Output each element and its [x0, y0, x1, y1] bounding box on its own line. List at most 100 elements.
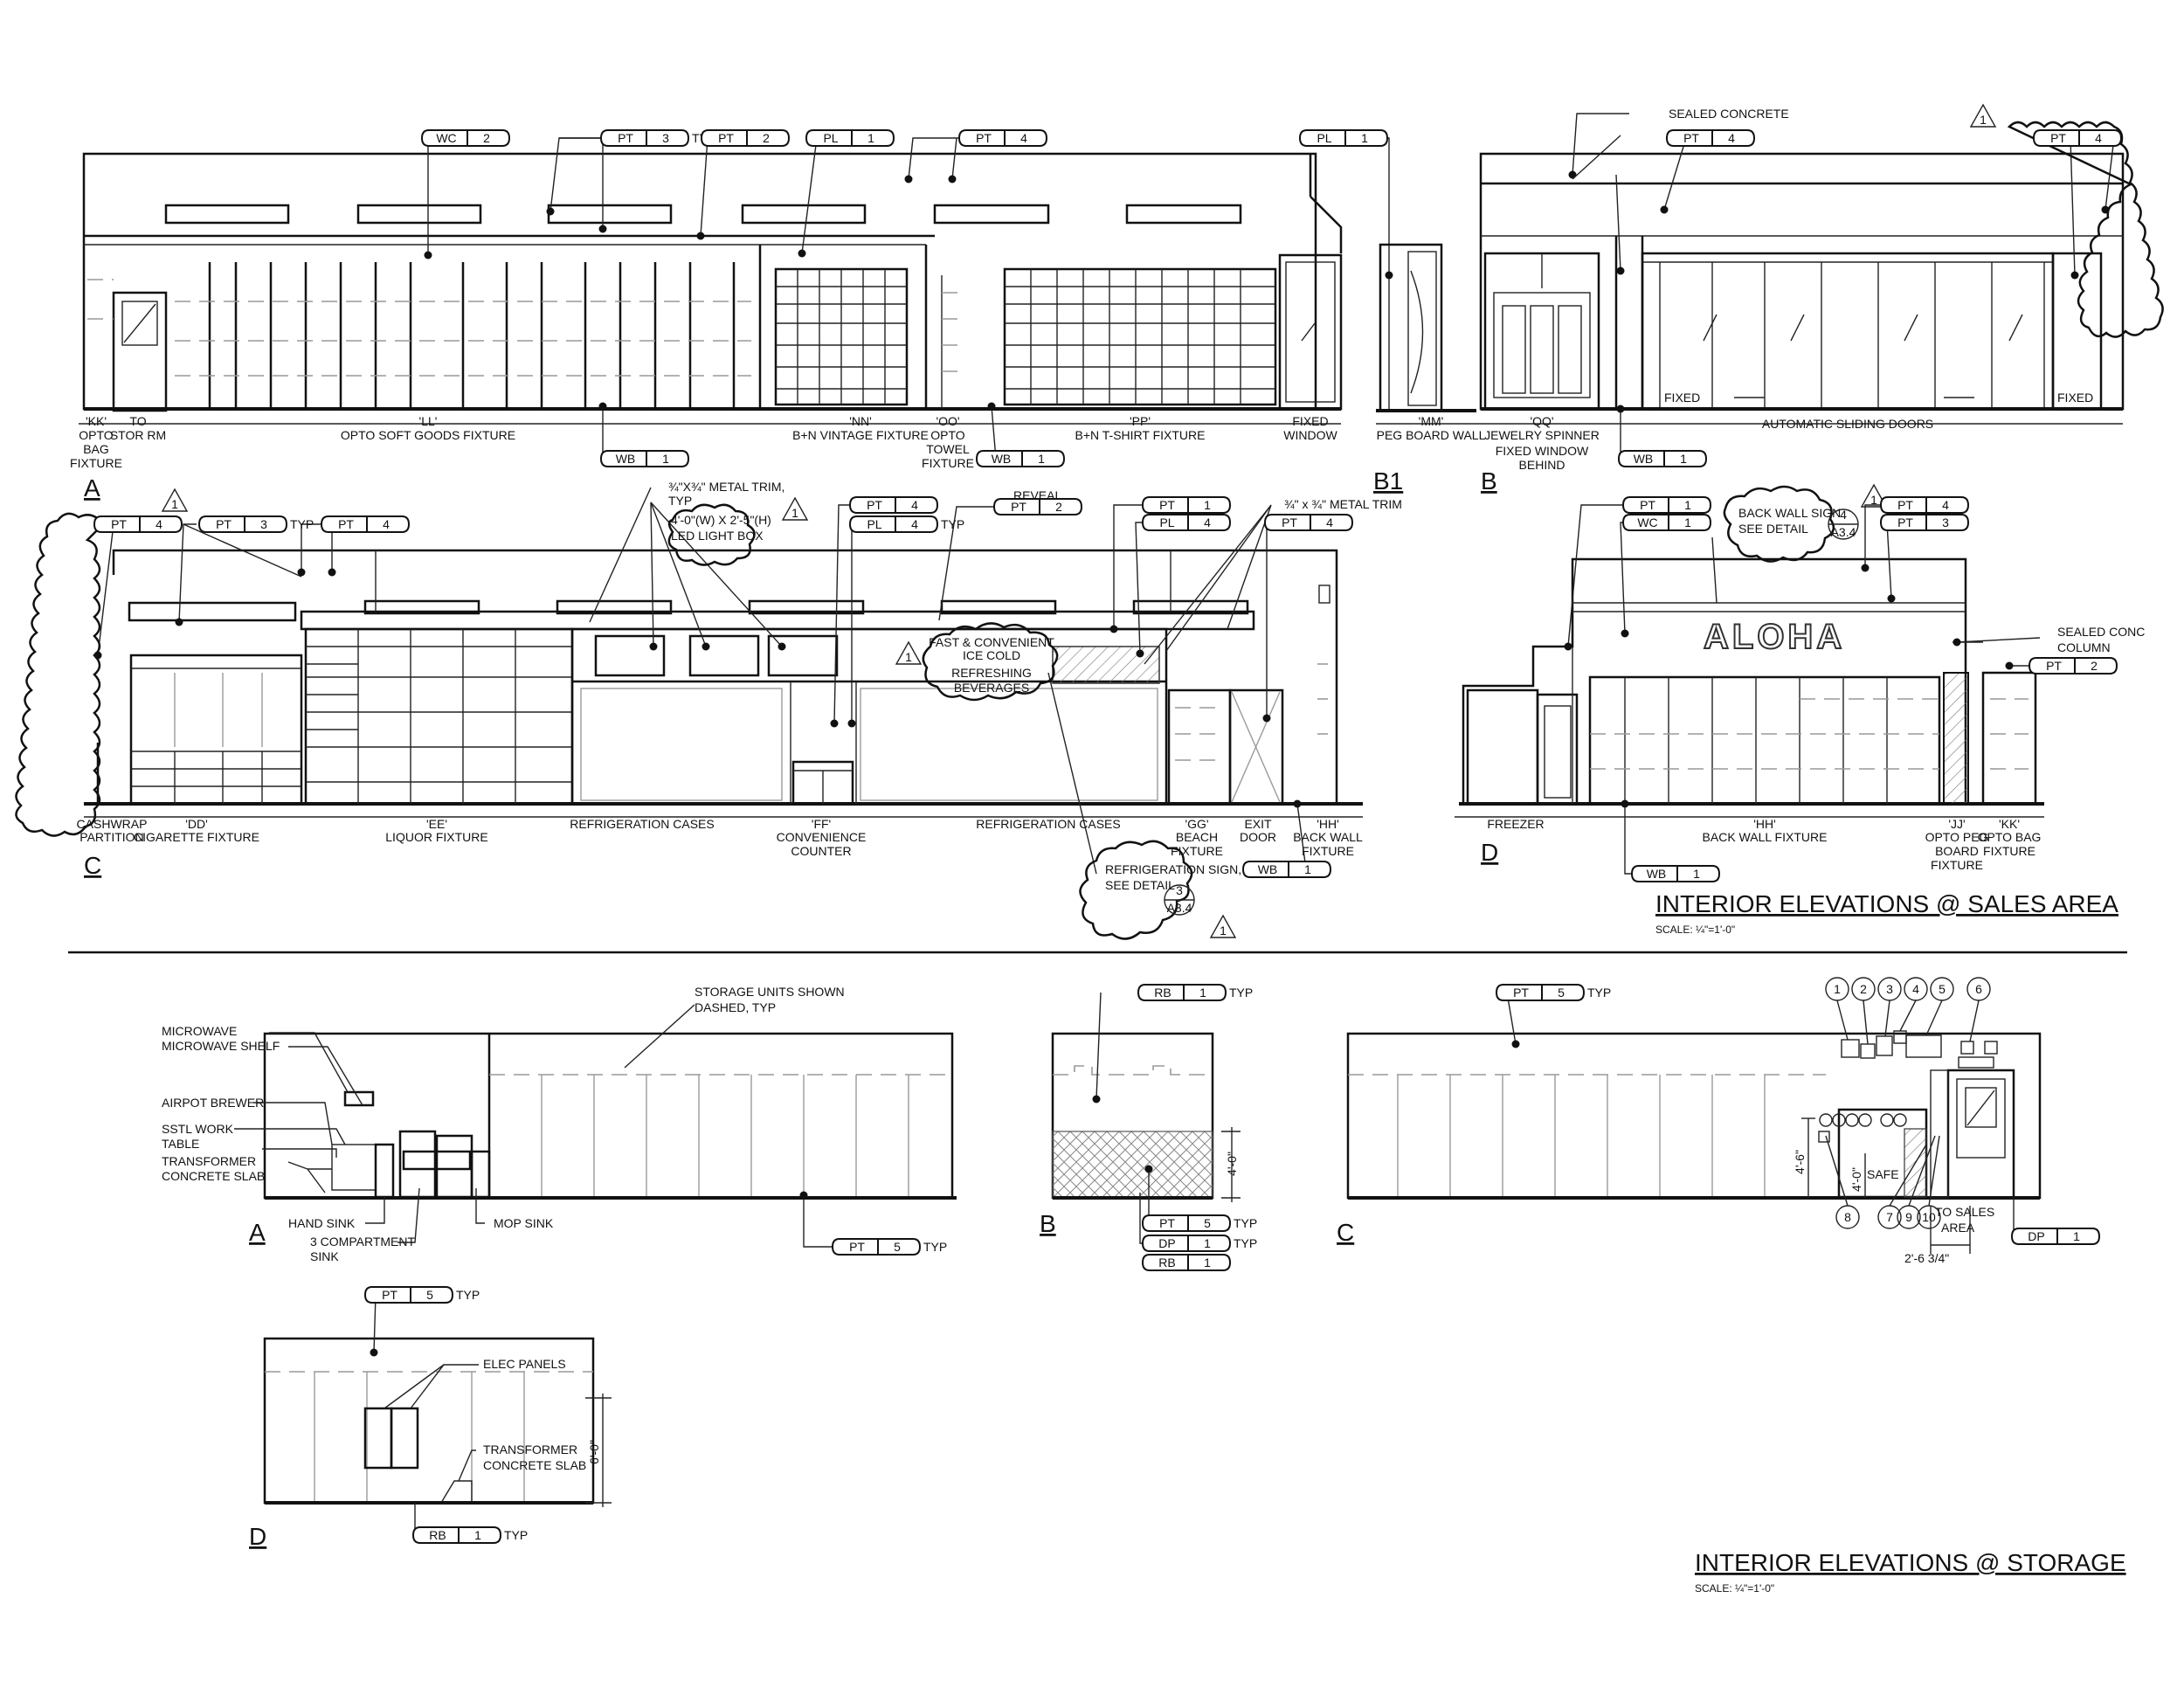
vintage-fixture — [774, 267, 909, 406]
fixture-label: STOR RM — [110, 428, 166, 442]
fixture-label: 'OO' — [936, 414, 959, 428]
fixture-label: BEHIND — [1519, 458, 1565, 472]
revision-number: 1 — [791, 506, 798, 520]
finish-tag-number: 4 — [1728, 131, 1735, 145]
dimension: 4'-0" — [1849, 1167, 1863, 1192]
finish-tag-type: PT — [1897, 498, 1913, 512]
finish-tag-type: PT — [867, 498, 882, 512]
fixed-window — [1278, 253, 1343, 411]
finish-tag-number: 5 — [1204, 1216, 1211, 1230]
view-label: B — [1481, 467, 1497, 495]
note: SEE DETAIL — [1738, 522, 1808, 536]
annotation-text: INTERIOR ELEVATIONS @ SALES AREA SCALE: ¼… — [70, 107, 2145, 1595]
sheet-scale-sales: SCALE: ¼"=1'-0" — [1655, 924, 1735, 936]
finish-tag-number: 1 — [1684, 515, 1691, 529]
fixture-label: REFRIGERATION CASES — [976, 817, 1120, 831]
fixture-label: FIXTURE — [922, 456, 974, 470]
fixture-label: FIXED — [1292, 414, 1328, 428]
sign-text: ICE COLD — [963, 648, 1020, 662]
note: FIXED — [1664, 391, 1700, 405]
callout-number: 3 — [1886, 982, 1893, 996]
finish-tag-type: WB — [1647, 867, 1667, 881]
detail-sheet: A3.4 — [1831, 525, 1856, 539]
sign-text: BEVERAGES — [954, 681, 1029, 695]
revision-number: 1 — [1980, 113, 1987, 127]
fixture-label: CONVENIENCE — [777, 830, 867, 844]
fixture-label: DOOR — [1240, 830, 1276, 844]
finish-tag-type: PT — [976, 131, 992, 145]
finish-tag-rb1b: RB 1 — [1142, 1254, 1231, 1271]
cigarette-fixture — [129, 654, 303, 806]
finish-tag-type: RB — [1158, 1256, 1175, 1269]
finish-tag-number: 1 — [867, 131, 874, 145]
sales-elevation-b1 — [1376, 243, 1476, 425]
note: TYP — [668, 494, 692, 508]
finish-tag-type: PT — [1282, 515, 1297, 529]
revision-number: 1 — [171, 497, 178, 511]
note: COLUMN — [2057, 640, 2111, 654]
note: LED LIGHT BOX — [671, 529, 764, 543]
fixture-label: 'GG' — [1185, 817, 1208, 831]
finish-tag-type: PT — [1159, 1216, 1175, 1230]
fixture-label: BAG — [83, 442, 109, 456]
finish-tag-type: WB — [1634, 452, 1654, 466]
finish-tag-pt4f: PT 4 — [849, 496, 938, 514]
fixture-label: EXIT — [1244, 817, 1272, 831]
fixture-label: BOARD — [1935, 844, 1979, 858]
view-label: A — [249, 1219, 266, 1246]
note: SINK — [310, 1249, 339, 1263]
fixture-label: FREEZER — [1487, 817, 1544, 831]
view-label: D — [249, 1523, 266, 1550]
dimension: 2'-6 3/4" — [1904, 1251, 1949, 1265]
typ-label: TYP — [1587, 986, 1611, 1000]
fixture-label: REFRIGERATION CASES — [570, 817, 714, 831]
detail-number: 4 — [1840, 508, 1847, 522]
finish-tag-type: PT — [216, 517, 232, 531]
finish-tag-number: 4 — [911, 498, 918, 512]
storage-elevation-a — [234, 1004, 957, 1248]
note: MOP SINK — [494, 1216, 554, 1230]
refrigeration-cases — [570, 627, 1168, 806]
note: BACK WALL SIGN — [1738, 506, 1841, 520]
detail-sheet: A3.4 — [1167, 901, 1192, 915]
finish-tag-type: PT — [2046, 659, 2062, 673]
fixture-label: 'HH' — [1317, 817, 1339, 831]
callout-number: 4 — [1912, 982, 1919, 996]
finish-tag-number: 4 — [2095, 131, 2102, 145]
finish-tag-number: 2 — [483, 131, 490, 145]
dimension: 4'-0" — [1225, 1152, 1239, 1176]
fixture-label: 'LL' — [419, 414, 438, 428]
finish-tag-type: PT — [849, 1240, 865, 1254]
revision-cloud-light-box — [667, 503, 756, 566]
view-label: D — [1481, 839, 1498, 866]
stor-room-door — [112, 291, 168, 412]
revision-number: 1 — [1220, 924, 1227, 937]
sheet-title-sales: INTERIOR ELEVATIONS @ SALES AREA — [1655, 890, 2118, 917]
finish-tag-number: 1 — [1204, 1256, 1211, 1269]
finish-tag-type: PT — [338, 517, 354, 531]
finish-tag-type: WB — [616, 452, 636, 466]
callout-number: 7 — [1886, 1210, 1893, 1224]
note: MICROWAVE SHELF — [162, 1039, 280, 1053]
revision-number: 1 — [1870, 493, 1877, 507]
finish-tag-type: WB — [1258, 862, 1278, 876]
finish-tag-number: 2 — [763, 131, 770, 145]
note: AIRPOT BREWER — [162, 1096, 264, 1110]
dimension: 6'-0" — [587, 1440, 601, 1464]
finish-tag-number: 1 — [1199, 986, 1206, 1000]
finish-tag-type: RB — [1154, 986, 1171, 1000]
sales-elevation-a — [79, 137, 1390, 460]
